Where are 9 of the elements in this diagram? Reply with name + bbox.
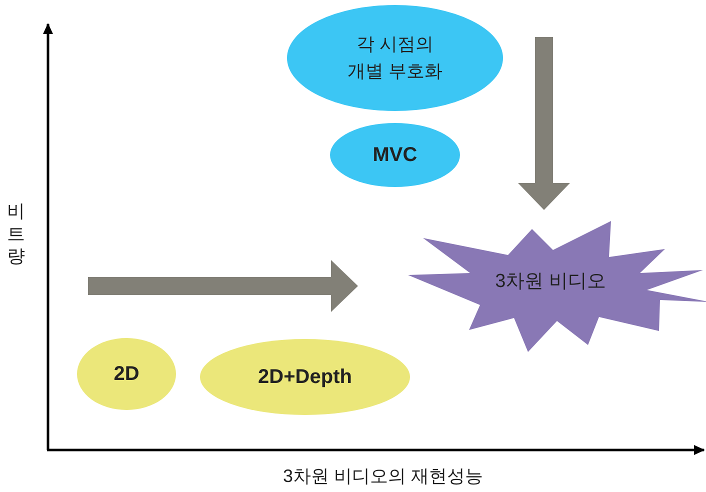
block-arrow	[518, 37, 570, 210]
node-label: 2D+Depth	[258, 365, 352, 390]
node-label: MVC	[372, 143, 418, 168]
node-label: 각 시점의 개별 부호화	[346, 33, 444, 83]
node-label: 3차원 비디오	[495, 270, 606, 294]
block-arrow	[88, 260, 358, 312]
node-label: 2D	[114, 362, 140, 387]
axis-title: 3차원 비디오의 재현성능	[282, 465, 484, 488]
axis-title: 비트량	[6, 200, 26, 268]
